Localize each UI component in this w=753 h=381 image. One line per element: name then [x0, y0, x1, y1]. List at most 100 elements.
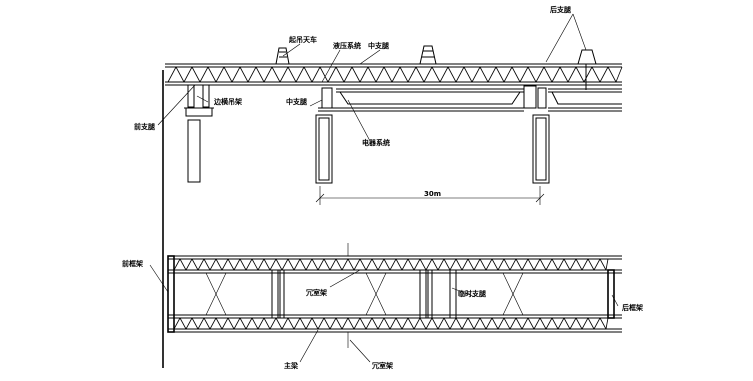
label-crane-trolley: 起吊天车	[288, 35, 317, 44]
truss-web-member	[227, 317, 235, 330]
transverse-frame-1	[271, 269, 285, 319]
truss-web-member	[455, 66, 465, 83]
truss-web-member	[467, 317, 475, 330]
truss-web-member	[437, 317, 445, 330]
truss-web-member	[383, 317, 391, 330]
truss-web-member	[343, 66, 353, 83]
truss-web-member	[377, 317, 385, 330]
truss-web-member	[233, 258, 241, 271]
truss-web-member	[503, 317, 511, 330]
truss-web-member	[575, 258, 583, 271]
rear-leg-top-frame	[577, 49, 597, 90]
truss-web-member	[401, 258, 409, 271]
label-electrical-system: 电器系统	[362, 138, 390, 147]
truss-web-member	[455, 258, 463, 271]
truss-web-member	[341, 317, 349, 330]
truss-web-member	[341, 258, 349, 271]
truss-web-member	[503, 258, 511, 271]
truss-web-member	[615, 66, 623, 83]
truss-web-member	[599, 258, 607, 271]
label-span: 30m	[424, 190, 441, 198]
front-frame-plan	[167, 255, 175, 333]
truss-web-member	[599, 317, 607, 330]
truss-web-member	[231, 66, 241, 83]
truss-web-member	[533, 258, 541, 271]
truss-web-member	[587, 317, 595, 330]
truss-web-member	[431, 258, 439, 271]
truss-web-member	[395, 317, 403, 330]
truss-web-member	[431, 66, 441, 83]
transverse-frame-2	[419, 269, 433, 319]
truss-web-member	[557, 317, 565, 330]
truss-web-member	[293, 317, 301, 330]
right-support	[523, 85, 547, 109]
front-leg-assembly	[184, 84, 214, 117]
elevation-view	[162, 45, 623, 368]
truss-web-member	[335, 317, 343, 330]
truss-web-member	[183, 66, 193, 83]
truss-web-member	[269, 258, 277, 271]
truss-web-member	[447, 66, 457, 83]
truss-web-member	[293, 258, 301, 271]
truss-web-member	[563, 317, 571, 330]
plan-web-bot	[173, 317, 609, 330]
pier-left	[187, 119, 201, 183]
truss-web-member	[359, 66, 369, 83]
truss-web-member	[257, 258, 265, 271]
truss-web-member	[423, 66, 433, 83]
truss-web-member	[257, 317, 265, 330]
truss-web-member	[449, 258, 457, 271]
cross-brace-2	[365, 272, 387, 316]
truss-web-member	[179, 258, 187, 271]
truss-web-member	[575, 317, 583, 330]
truss-web-member	[559, 66, 569, 83]
truss-web-member	[515, 258, 523, 271]
mid-leg	[318, 87, 336, 112]
truss-web-member	[371, 258, 379, 271]
truss-web-member	[551, 317, 559, 330]
truss-web-member	[455, 317, 463, 330]
truss-web-member	[545, 258, 553, 271]
truss-web-member	[515, 317, 523, 330]
truss-web-member	[567, 66, 577, 83]
truss-web-member	[353, 317, 361, 330]
truss-web-member	[197, 258, 205, 271]
truss-web-member	[323, 258, 331, 271]
truss-web-member	[287, 317, 295, 330]
temp-leg-plan	[449, 269, 457, 319]
truss-web-member	[221, 317, 229, 330]
truss-web-member	[175, 66, 185, 83]
truss-web-member	[439, 66, 449, 83]
leader-lines	[149, 13, 619, 363]
truss-web-member	[511, 66, 521, 83]
truss-web-member	[527, 258, 535, 271]
truss-web-member	[497, 317, 505, 330]
truss-web-member	[527, 317, 535, 330]
truss-web-member	[209, 317, 217, 330]
truss-web-member	[255, 66, 265, 83]
truss-web-member	[377, 258, 385, 271]
truss-web-member	[431, 317, 439, 330]
label-turntable-a: 冗室架	[306, 288, 327, 297]
plan-view	[167, 243, 622, 348]
truss-web-member	[281, 258, 289, 271]
label-temp-leg: 临时支腿	[458, 289, 487, 298]
label-side-hanger: 边横吊架	[213, 97, 242, 106]
truss-web-member	[519, 66, 529, 83]
truss-web-member	[221, 258, 229, 271]
truss-web-member	[575, 66, 585, 83]
truss-web-member	[347, 317, 355, 330]
truss-web-member	[317, 258, 325, 271]
truss-web-member	[191, 317, 199, 330]
truss-web-member	[173, 317, 181, 330]
truss-web-member	[215, 66, 225, 83]
truss-web-member	[335, 258, 343, 271]
truss-web-member	[471, 66, 481, 83]
truss-web-member	[319, 66, 329, 83]
truss-web-member	[425, 317, 433, 330]
truss-web-member	[199, 66, 209, 83]
truss-web-member	[521, 258, 529, 271]
pier-right	[532, 114, 550, 184]
box-girder-span	[336, 88, 524, 112]
truss-web-member	[599, 66, 609, 83]
